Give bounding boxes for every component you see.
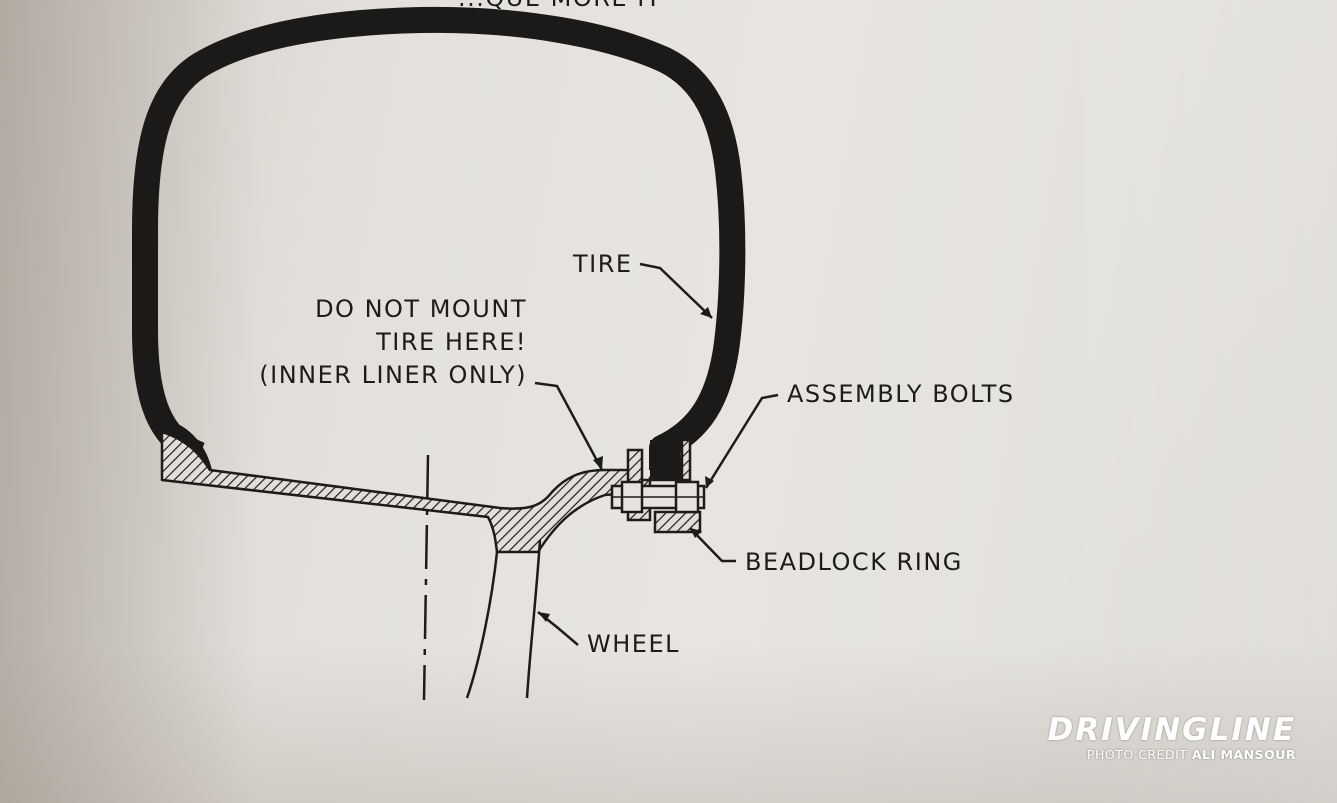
wheel-disc-outer [525, 539, 542, 699]
warning-line-2: TIRE HERE! [376, 328, 527, 356]
paper-shadow-bottom [0, 643, 1337, 803]
warning-label: DO NOT MOUNT TIRE HERE! (INNER LINER ONL… [259, 293, 527, 392]
leader-lines [534, 262, 779, 646]
leader-arrowheads [538, 307, 714, 622]
warning-line-1: DO NOT MOUNT [315, 295, 527, 323]
photo-credit: PHOTO CREDIT ALI MANSOUR [998, 747, 1296, 762]
tire-carcass [132, 6, 746, 470]
tire-right-bead [650, 440, 682, 478]
wheel-disc [465, 551, 499, 699]
beadlock-ring-label: BEADLOCK RING [745, 548, 963, 576]
wheel-label: WHEEL [587, 630, 680, 658]
drivingline-logo: DRIVINGLINE [1047, 712, 1296, 748]
assembly-bolt [610, 480, 706, 514]
paper-shadow-left [0, 0, 260, 803]
cropped-top-text: ...QUE MORE IT [458, 0, 662, 15]
warning-line-3: (INNER LINER ONLY) [259, 361, 527, 389]
wheel-centerline [422, 454, 430, 701]
leader-tire [639, 262, 713, 319]
photo-credit-prefix: PHOTO CREDIT [1086, 747, 1188, 762]
leader-beadlock [689, 527, 736, 563]
paper-edge [1057, 0, 1337, 803]
wheel-rim-section [160, 430, 642, 554]
tire-label: TIRE [573, 250, 633, 278]
photo-credit-name: ALI MANSOUR [1191, 747, 1296, 762]
leader-bolts [704, 393, 779, 489]
leader-warning [534, 381, 604, 471]
assembly-bolts-label: ASSEMBLY BOLTS [787, 380, 1015, 408]
photo-watermark: DRIVINGLINE PHOTO CREDIT ALI MANSOUR [998, 713, 1296, 762]
